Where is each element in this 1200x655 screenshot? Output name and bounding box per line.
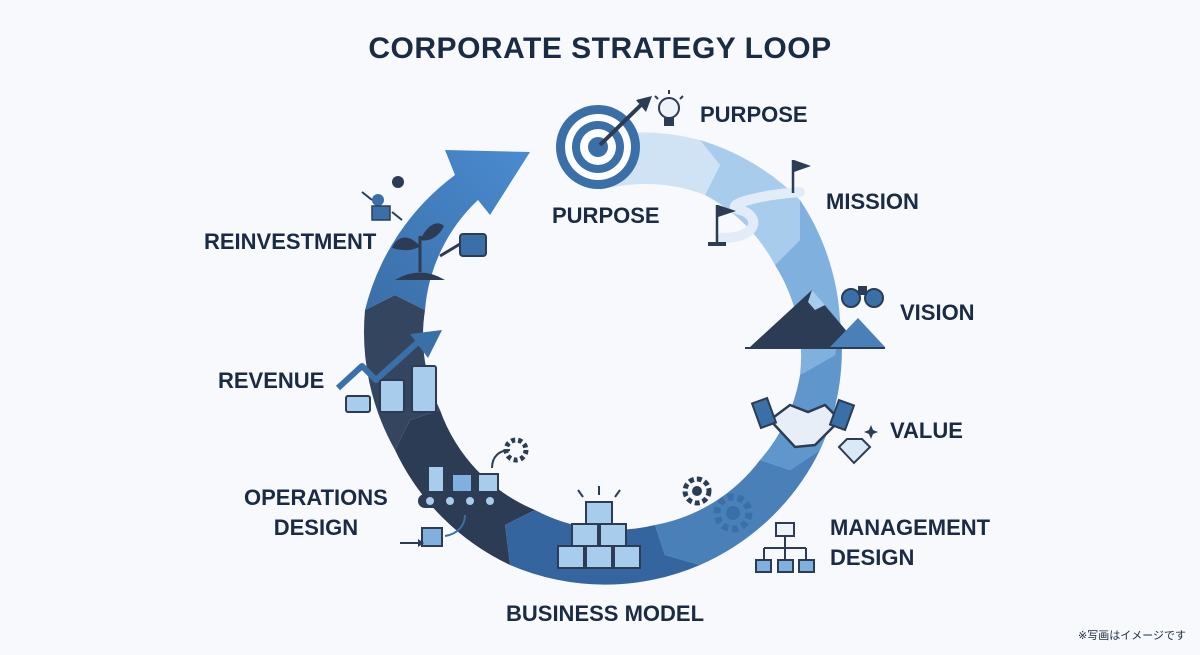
- stage-label-management-design: MANAGEMENT DESIGN: [830, 515, 991, 570]
- lightbulb-icon: [654, 90, 684, 126]
- flag-path-icon: [708, 160, 811, 246]
- center-purpose-label: PURPOSE: [552, 203, 660, 228]
- conveyor-belt-icon: [400, 437, 529, 547]
- watering-plant-icon: [361, 176, 487, 280]
- diagram-title: CORPORATE STRATEGY LOOP: [368, 32, 832, 65]
- image-disclaimer: ※写画はイメージです: [1078, 629, 1186, 642]
- block-pyramid-icon: [557, 486, 641, 569]
- handshake-diamond-icon: [750, 396, 878, 465]
- stage-label-vision: VISION: [900, 300, 975, 325]
- stage-label-revenue: REVENUE: [218, 368, 325, 393]
- target-icon: [556, 96, 652, 189]
- stage-label-business-model: BUSINESS MODEL: [506, 601, 705, 626]
- stage-label-reinvestment: REINVESTMENT: [204, 229, 377, 254]
- stage-label-purpose: PURPOSE: [700, 102, 808, 127]
- stage-label-mission: MISSION: [826, 189, 919, 214]
- ring-segment-reinvestment: [365, 150, 530, 310]
- coins-growth-icon: [335, 330, 442, 413]
- ring-segment-management: [655, 450, 820, 565]
- stage-label-value: VALUE: [890, 418, 963, 443]
- gears-org-chart-icon: [682, 476, 815, 573]
- binoculars-mountain-icon: [745, 286, 885, 349]
- stage-label-operations-design: OPERATIONS DESIGN: [244, 485, 388, 540]
